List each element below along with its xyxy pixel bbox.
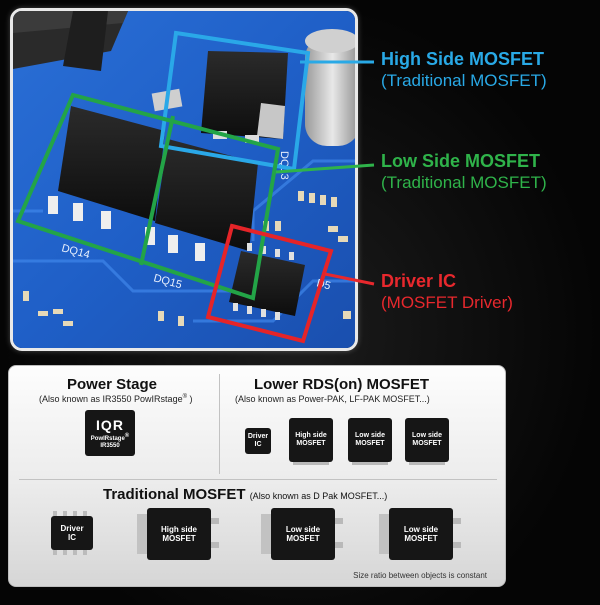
pcb-photo: DQ13 DQ14 DQ15 D5 — [10, 8, 358, 351]
chip-pins — [409, 462, 445, 465]
chip-pins — [261, 514, 271, 554]
low-side-highlight-box — [15, 92, 281, 301]
power-stage-chip: IQR PowIRstage® IR3550 — [85, 410, 135, 456]
chip-pins — [335, 542, 343, 548]
callout-low-side: Low Side MOSFET (Traditional MOSFET) — [381, 150, 547, 194]
low-side-mosfet-icon — [48, 106, 165, 229]
chip-pins — [352, 462, 388, 465]
ir-logo: IQR — [96, 416, 124, 433]
capacitor-icon — [305, 29, 355, 146]
callout-high-side-title: High Side MOSFET — [381, 49, 545, 69]
lower-rds-title: Lower RDS(on) MOSFET — [254, 376, 429, 393]
callout-low-side-title: Low Side MOSFET — [381, 151, 541, 171]
size-ratio-note: Size ratio between objects is constant — [353, 571, 487, 580]
driver-highlight-box — [205, 223, 334, 344]
callout-driver-title: Driver IC — [381, 271, 457, 291]
chip-pins — [293, 462, 329, 465]
chip-pins — [453, 518, 461, 524]
lower-rds-subtitle: (Also known as Power-PAK, LF-PAK MOSFET.… — [235, 394, 430, 404]
callout-low-side-subtitle: (Traditional MOSFET) — [381, 173, 547, 192]
chip-pins — [211, 542, 219, 548]
callout-high-side-subtitle: (Traditional MOSFET) — [381, 71, 547, 90]
divider — [19, 479, 497, 480]
callout-high-side: High Side MOSFET (Traditional MOSFET) — [381, 48, 547, 92]
comparison-panel: Power Stage (Also known as IR3550 PowIRs… — [8, 365, 506, 587]
chip-pins — [335, 518, 343, 524]
driver-ic-icon — [229, 243, 305, 320]
traditional-title: Traditional MOSFET (Also known as D Pak … — [103, 486, 388, 503]
callout-driver-subtitle: (MOSFET Driver) — [381, 293, 513, 312]
chip-pins — [53, 511, 91, 516]
power-stage-subtitle: (Also known as IR3550 PowIRstage® ) — [39, 394, 193, 404]
chip-pins — [379, 514, 389, 554]
chip-pins — [53, 550, 91, 555]
low-side-mosfet-icon — [145, 139, 258, 261]
chip-label: IR3550 — [100, 442, 120, 449]
chip-pins — [211, 518, 219, 524]
divider — [219, 374, 220, 474]
chip-pins — [453, 542, 461, 548]
callout-driver: Driver IC (MOSFET Driver) — [381, 270, 513, 314]
chip-pins — [137, 514, 147, 554]
power-stage-title: Power Stage — [67, 376, 158, 393]
chip-label: PowIRstage® — [90, 432, 130, 442]
